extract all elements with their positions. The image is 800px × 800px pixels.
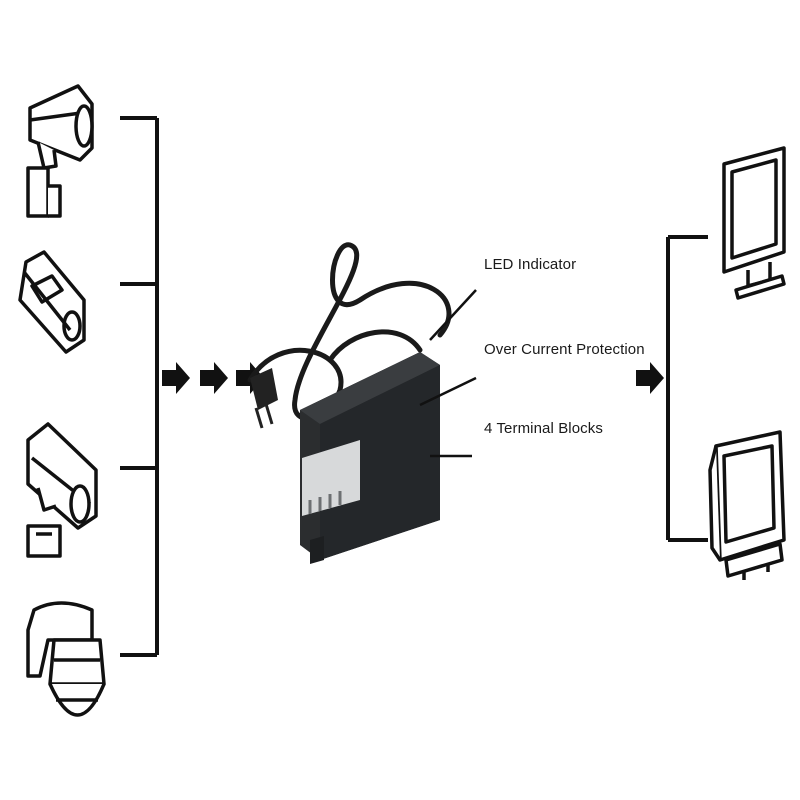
arrow-right-icon [636, 362, 664, 394]
bullet-camera-with-bracket-icon [26, 422, 98, 558]
callout-lines [419, 289, 477, 458]
arrow-right-icon [162, 362, 190, 394]
monitor-bracket [666, 235, 708, 542]
arrow-right-icon [200, 362, 228, 394]
over-current-protection-label: Over Current Protection [484, 341, 645, 358]
bullet-camera-icon [26, 84, 94, 218]
terminal-blocks-label: 4 Terminal Blocks [484, 420, 603, 437]
flat-monitor-icon [722, 146, 786, 300]
dome-camera-icon [26, 601, 106, 717]
camera-bracket [120, 116, 159, 657]
power-adapter-icon [247, 242, 452, 564]
box-camera-icon [18, 250, 86, 354]
crt-monitor-icon [708, 430, 786, 580]
led-indicator-label: LED Indicator [484, 256, 577, 273]
